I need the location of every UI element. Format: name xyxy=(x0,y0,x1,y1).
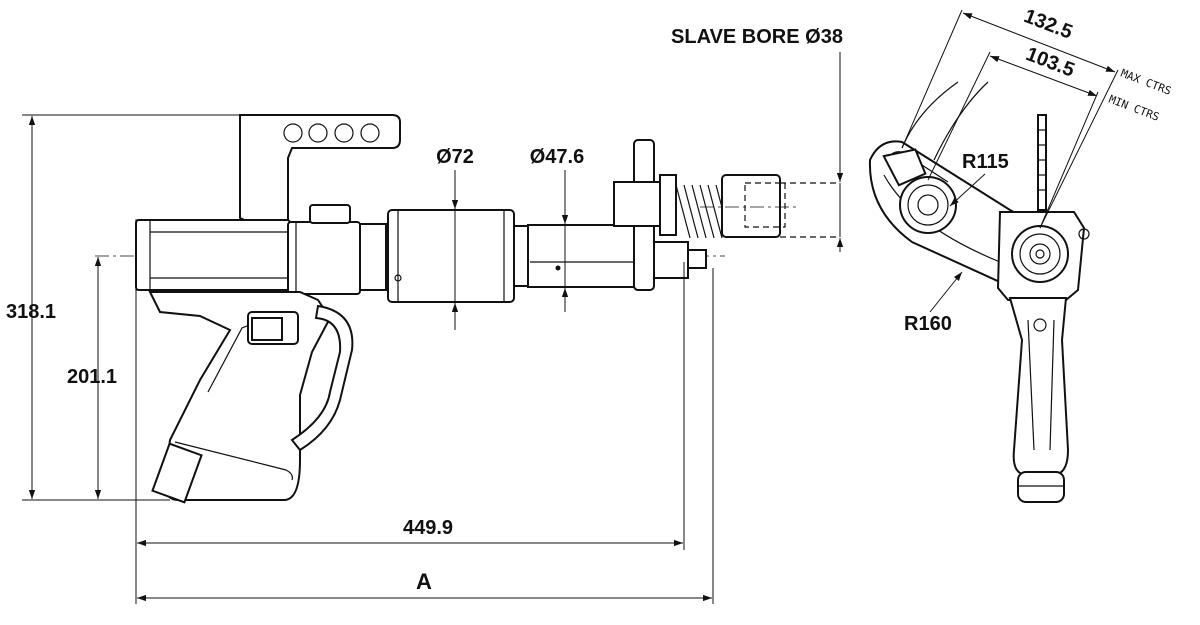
end-handle xyxy=(1008,297,1070,475)
end-view xyxy=(868,81,1090,503)
spring xyxy=(675,184,729,239)
note-max-ctrs: MAX CTRS xyxy=(1119,67,1173,98)
housing-72 xyxy=(387,209,515,303)
dim-dia-47-6: Ø47.6 xyxy=(530,146,584,168)
dim-slave-bore: SLAVE BORE Ø38 xyxy=(671,26,843,48)
dim-r115: R115 xyxy=(962,151,1009,173)
dim-a: A xyxy=(416,569,432,594)
dim-318-1: 318.1 xyxy=(6,301,56,323)
housing-47 xyxy=(527,224,639,288)
dim-103-5: 103.5 xyxy=(1023,43,1078,81)
dim-132-5: 132.5 xyxy=(1021,5,1076,43)
note-min-ctrs: MIN CTRS xyxy=(1107,93,1161,124)
bracket-holes xyxy=(283,123,380,143)
side-view xyxy=(95,114,840,504)
side-view-dimensions: 318.1 201.1 Ø72 Ø47.6 SLAVE BORE Ø38 449… xyxy=(6,26,844,604)
reaction-bracket xyxy=(239,114,401,234)
air-hose xyxy=(290,304,354,452)
gearbox xyxy=(287,221,361,295)
end-handle-base xyxy=(1017,471,1065,503)
slave-sleeve xyxy=(721,174,781,238)
dim-449-9: 449.9 xyxy=(403,517,453,539)
grip-base xyxy=(151,442,203,504)
dim-dia-72: Ø72 xyxy=(436,146,474,168)
top-probe xyxy=(1037,114,1047,211)
motor-body xyxy=(135,219,291,291)
dim-201-1: 201.1 xyxy=(67,366,117,388)
dim-r160: R160 xyxy=(904,313,952,335)
